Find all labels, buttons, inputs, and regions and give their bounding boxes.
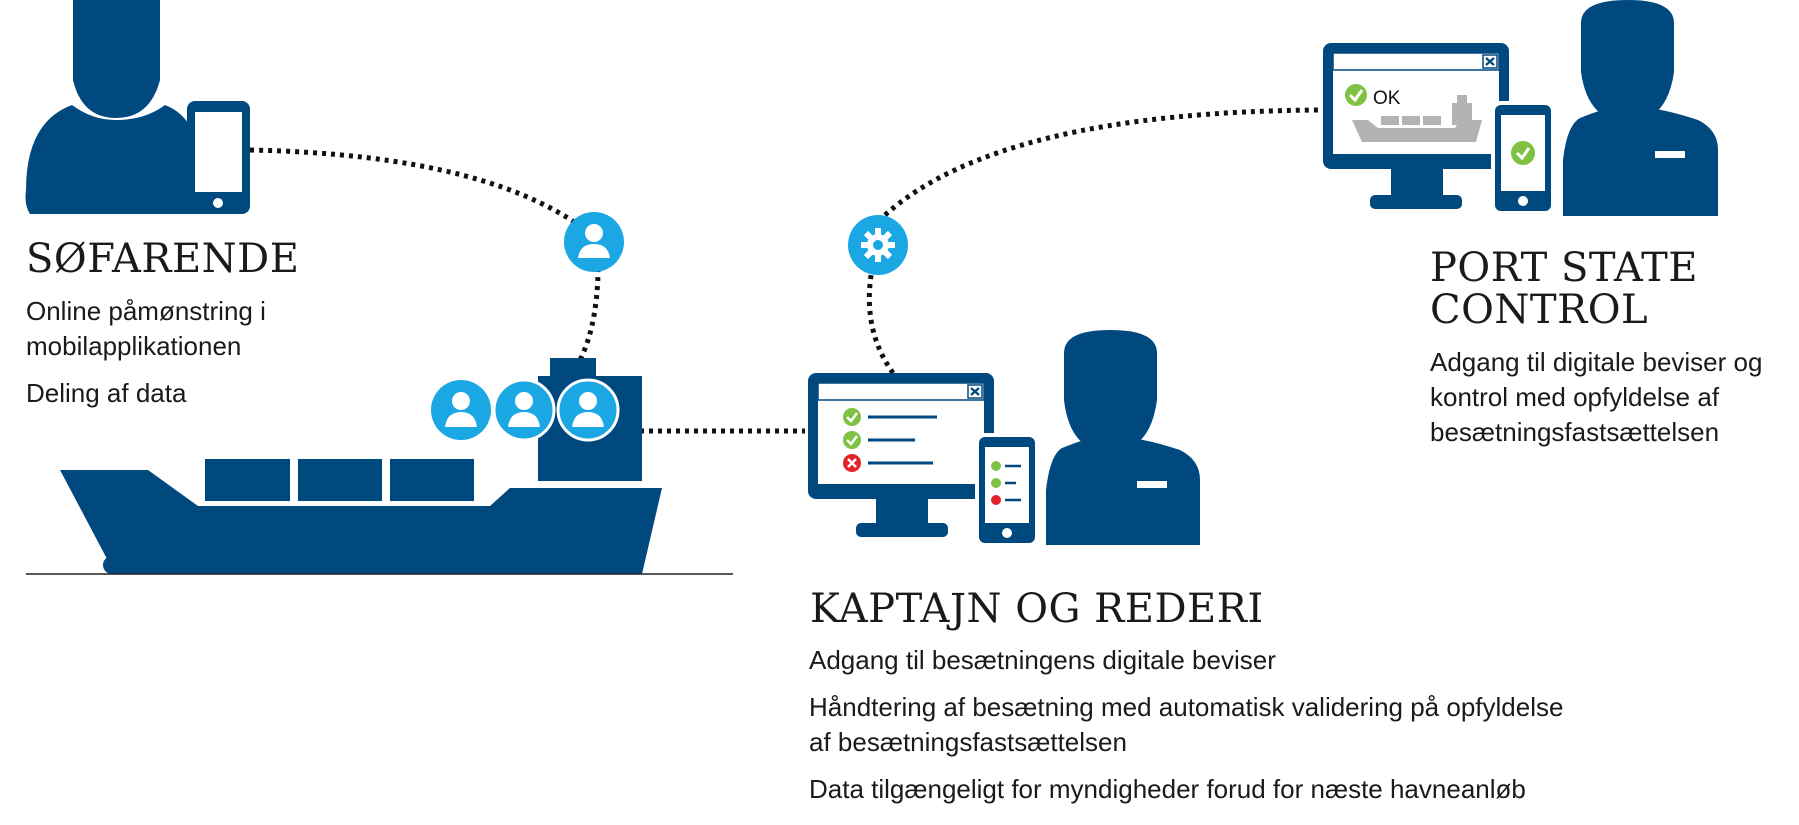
- container-ship-icon: [1352, 95, 1482, 142]
- check-icon: [991, 478, 1001, 488]
- close-icon: [1485, 57, 1495, 66]
- close-icon: [970, 387, 980, 396]
- desktop-monitor-icon: [808, 373, 994, 537]
- check-icon: [843, 431, 861, 449]
- captain-title: KAPTAJN OG REDERI: [810, 586, 1264, 632]
- user-badge-icon: [556, 378, 620, 442]
- seafarer-line: Online påmønstring i mobilapplikationen: [26, 296, 266, 361]
- check-icon: [1345, 84, 1367, 106]
- check-icon: [843, 408, 861, 426]
- cross-icon: [991, 495, 1001, 505]
- cross-icon: [843, 454, 861, 472]
- connector-captain-gear: [866, 244, 896, 375]
- captain-line: Data tilgængeligt for myndigheder forud …: [809, 774, 1526, 804]
- ok-status-text: OK: [1373, 88, 1401, 109]
- seafarer-title: SØFARENDE: [26, 236, 300, 282]
- check-icon: [991, 461, 1001, 471]
- captain-description: Adgang til besætningens digitale beviser…: [809, 643, 1619, 819]
- user-badge-icon: [564, 212, 624, 272]
- captain-person-icon: [1046, 330, 1200, 545]
- mobile-phone-icon: [975, 433, 1039, 547]
- mobile-phone-icon: [1491, 101, 1555, 215]
- connector-seafarer-phone: [249, 147, 600, 242]
- port-state-officer-icon: [1563, 0, 1718, 216]
- checklist-icon: [843, 408, 937, 472]
- psc-description: Adgang til digitale beviser og kontrol m…: [1430, 345, 1790, 462]
- seafarer-line: Deling af data: [26, 378, 187, 408]
- check-icon: [1511, 141, 1535, 165]
- user-badge-icon: [492, 378, 556, 442]
- seafarer-description: Online påmønstring i mobilapplikationen …: [26, 294, 326, 423]
- crew-badges: [431, 378, 620, 442]
- connector-badge-ship: [577, 249, 601, 362]
- dotted-connectors: [249, 107, 1321, 434]
- captain-line: Håndtering af besætning med automatisk v…: [809, 692, 1564, 757]
- psc-title-line: CONTROL: [1430, 287, 1649, 333]
- psc-line: Adgang til digitale beviser og kontrol m…: [1430, 347, 1763, 447]
- connector-gear-psc: [883, 107, 1321, 217]
- psc-title: PORT STATE CONTROL: [1430, 247, 1698, 331]
- gear-icon: [848, 215, 908, 275]
- user-badge-icon: [431, 380, 491, 440]
- seafarer-person-icon: [25, 0, 200, 214]
- desktop-monitor-icon: OK: [1323, 43, 1509, 209]
- captain-line: Adgang til besætningens digitale beviser: [809, 645, 1276, 675]
- psc-title-line: PORT STATE: [1430, 245, 1698, 291]
- mobile-phone-icon: [187, 101, 250, 214]
